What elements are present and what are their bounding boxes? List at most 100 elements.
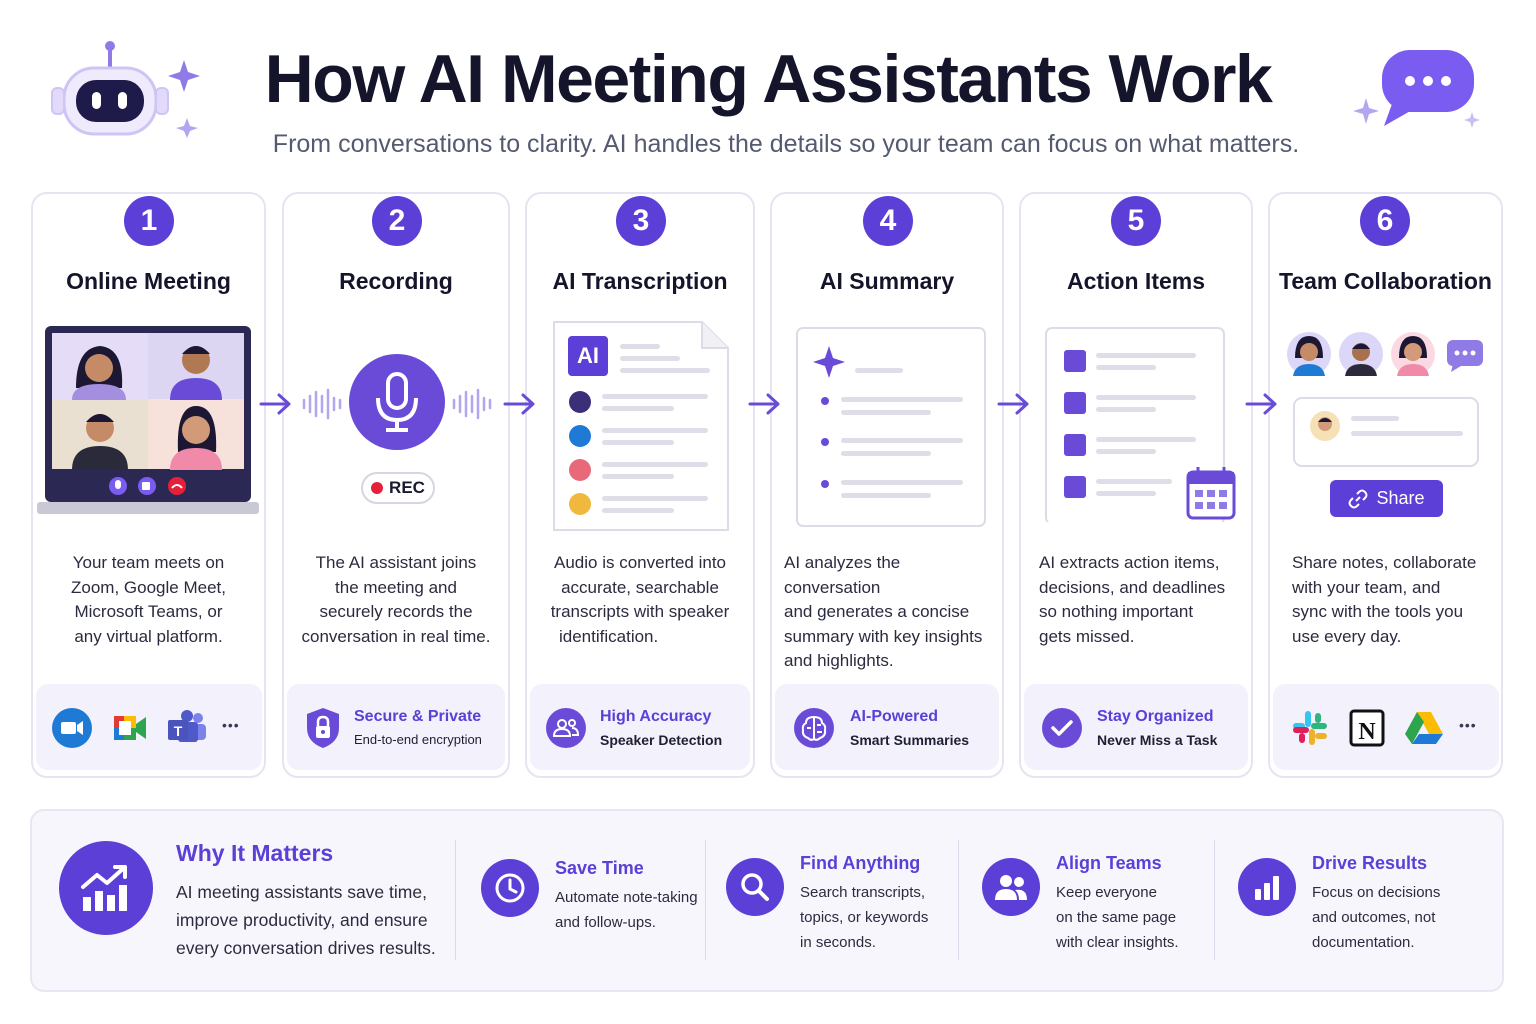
benefit-description: Keep everyone on the same page with clea… xyxy=(1056,880,1179,955)
google-drive-icon xyxy=(1405,712,1443,744)
desc-line: on the same page xyxy=(1056,909,1177,926)
desc-line: The AI assistant joins xyxy=(315,553,477,572)
desc-line: use every day. xyxy=(1292,626,1402,646)
step-number-badge: 1 xyxy=(124,196,174,246)
benefit-description: Focus on decisions and outcomes, not doc… xyxy=(1312,880,1440,955)
desc-line: in seconds. xyxy=(800,934,876,951)
secure-private-footer: Secure & Private End-to-end encryption xyxy=(287,684,505,770)
desc-line: any virtual platform. xyxy=(74,626,223,646)
step-description: The AI assistant joins the meeting and s… xyxy=(286,551,506,649)
robot-icon xyxy=(51,41,200,138)
step-description: AI extracts action items, decisions, and… xyxy=(1039,551,1249,649)
step-title: AI Summary xyxy=(819,268,955,294)
desc-line: Focus on decisions xyxy=(1312,884,1441,901)
footer-subtitle: Never Miss a Task xyxy=(1097,732,1218,748)
desc-line: Your team meets on xyxy=(72,553,225,572)
benefit-title: Find Anything xyxy=(800,853,921,873)
desc-line: AI meeting assistants save time, xyxy=(176,882,427,902)
benefit-title: Drive Results xyxy=(1312,853,1428,873)
page-title: How AI Meeting Assistants Work xyxy=(264,41,1273,117)
footer-title: AI-Powered xyxy=(850,708,939,725)
step-title: Action Items xyxy=(1066,268,1206,294)
google-meet-icon xyxy=(114,716,146,740)
desc-line: identification. xyxy=(559,626,659,646)
desc-line: sync with the tools you xyxy=(1292,602,1464,621)
benefit-title: Save Time xyxy=(555,858,644,878)
desc-line: so nothing important xyxy=(1039,602,1194,621)
ai-powered-footer: AI-Powered Smart Summaries xyxy=(775,684,999,770)
desc-line: the meeting and xyxy=(335,577,457,597)
speakers-icon xyxy=(546,708,586,748)
desc-line: Search transcripts, xyxy=(800,884,926,901)
clock-icon xyxy=(481,859,539,917)
step-number-badge: 6 xyxy=(1360,196,1410,246)
team-icon xyxy=(982,858,1040,916)
step-number-badge: 3 xyxy=(616,196,666,246)
summary-document-illustration xyxy=(796,327,986,527)
footer-subtitle: Speaker Detection xyxy=(600,732,723,748)
divider xyxy=(958,840,959,960)
desc-line: securely records the xyxy=(319,602,473,621)
desc-line: Zoom, Google Meet, xyxy=(71,577,226,597)
platform-logos: T ••• xyxy=(36,684,262,770)
desc-line: improve productivity, and ensure xyxy=(176,910,428,930)
video-call-laptop-illustration xyxy=(37,326,259,514)
rec-indicator: REC xyxy=(361,472,435,504)
footer-subtitle: End-to-end encryption xyxy=(354,732,482,747)
high-accuracy-footer: High Accuracy Speaker Detection xyxy=(530,684,750,770)
step-title: AI Transcription xyxy=(552,268,728,294)
divider xyxy=(705,840,706,960)
desc-line: Automate note-taking xyxy=(555,889,698,906)
zoom-icon xyxy=(52,708,92,748)
desc-line: and outcomes, not xyxy=(1312,909,1436,926)
arrow-right-icon xyxy=(259,393,291,415)
step-description: Your team meets on Zoom, Google Meet, Mi… xyxy=(36,551,261,649)
svg-text:T: T xyxy=(174,723,183,739)
step-title: Recording xyxy=(339,268,453,294)
desc-line: with clear insights. xyxy=(1056,934,1179,951)
transcript-document-illustration xyxy=(553,321,729,531)
desc-line: Microsoft Teams, or xyxy=(74,602,223,621)
desc-line: every conversation drives results. xyxy=(176,938,436,958)
desc-line: conversation in real time. xyxy=(301,626,491,646)
desc-line: AI extracts action items, xyxy=(1039,553,1220,572)
desc-line: decisions, and deadlines xyxy=(1039,577,1226,597)
desc-line: and generates a concise xyxy=(784,602,970,621)
share-button[interactable]: Share xyxy=(1330,480,1443,517)
divider xyxy=(1214,840,1215,960)
chat-bubble-icon xyxy=(1353,50,1480,128)
step-title: Online Meeting xyxy=(66,268,231,294)
desc-line: AI analyzes the conversation xyxy=(784,553,901,597)
desc-line: gets missed. xyxy=(1039,626,1135,646)
step-description: AI analyzes the conversation and generat… xyxy=(784,551,1000,674)
more-icon[interactable]: ••• xyxy=(1459,717,1477,733)
step-number-badge: 2 xyxy=(372,196,422,246)
step-title: Team Collaboration xyxy=(1279,268,1492,294)
microsoft-teams-icon: T xyxy=(168,710,206,742)
footer-title: Secure & Private xyxy=(354,708,482,725)
divider xyxy=(455,840,456,960)
step-number-badge: 4 xyxy=(863,196,913,246)
trend-chart-icon xyxy=(59,841,153,935)
arrow-right-icon xyxy=(1245,393,1277,415)
desc-line: accurate, searchable xyxy=(561,577,719,597)
shield-lock-icon xyxy=(307,708,339,748)
microphone-icon xyxy=(302,354,492,450)
footer-subtitle: Smart Summaries xyxy=(850,732,970,748)
bar-chart-icon xyxy=(1238,858,1296,916)
checklist-illustration xyxy=(1045,327,1236,522)
desc-line: documentation. xyxy=(1312,934,1415,951)
desc-line: transcripts with speaker xyxy=(550,602,730,621)
search-icon xyxy=(726,858,784,916)
arrow-right-icon xyxy=(748,393,780,415)
benefit-title: Align Teams xyxy=(1056,853,1162,873)
desc-line: Share notes, collaborate xyxy=(1292,553,1477,572)
desc-line: and highlights. xyxy=(784,651,894,670)
benefit-description: Automate note-taking and follow-ups. xyxy=(555,885,698,935)
step-description: Share notes, collaborate with your team,… xyxy=(1292,551,1498,649)
desc-line: with your team, and xyxy=(1292,577,1441,597)
more-icon[interactable]: ••• xyxy=(222,717,240,733)
desc-line: Keep everyone xyxy=(1056,884,1157,901)
share-button-label: Share xyxy=(1376,488,1425,508)
benefit-description: Search transcripts, topics, or keywords … xyxy=(800,880,928,955)
